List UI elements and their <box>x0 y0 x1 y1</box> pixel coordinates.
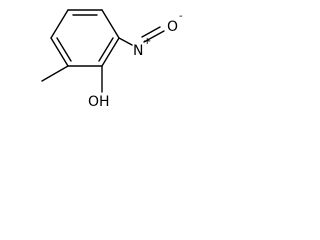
benzene-ring <box>50 9 120 67</box>
ring-bond-lower-left <box>50 37 69 67</box>
nitro-bond <box>118 37 133 46</box>
hydroxyl-label: OH <box>88 94 110 110</box>
ring-bond-top-left <box>50 9 69 39</box>
methyl-bond <box>41 65 69 82</box>
nitrogen-charge: + <box>143 36 151 47</box>
ring-bond-lower-right-inner <box>98 37 114 62</box>
structure-canvas: N + O - OH <box>0 0 188 132</box>
oxygen-charge: - <box>179 11 183 22</box>
ring-bond-lower-right <box>101 37 120 67</box>
nitro-oxygen-bond-inner <box>141 26 161 38</box>
ring-bond-top-right <box>101 9 120 39</box>
nitro-oxygen-bond <box>143 30 165 43</box>
nitro-oxygen-label: O <box>167 19 178 35</box>
nitrogen-label: N <box>133 43 143 59</box>
ring-bond-lower-left-inner <box>56 37 72 62</box>
chemical-structure-diagram: N + O - OH <box>41 9 183 110</box>
